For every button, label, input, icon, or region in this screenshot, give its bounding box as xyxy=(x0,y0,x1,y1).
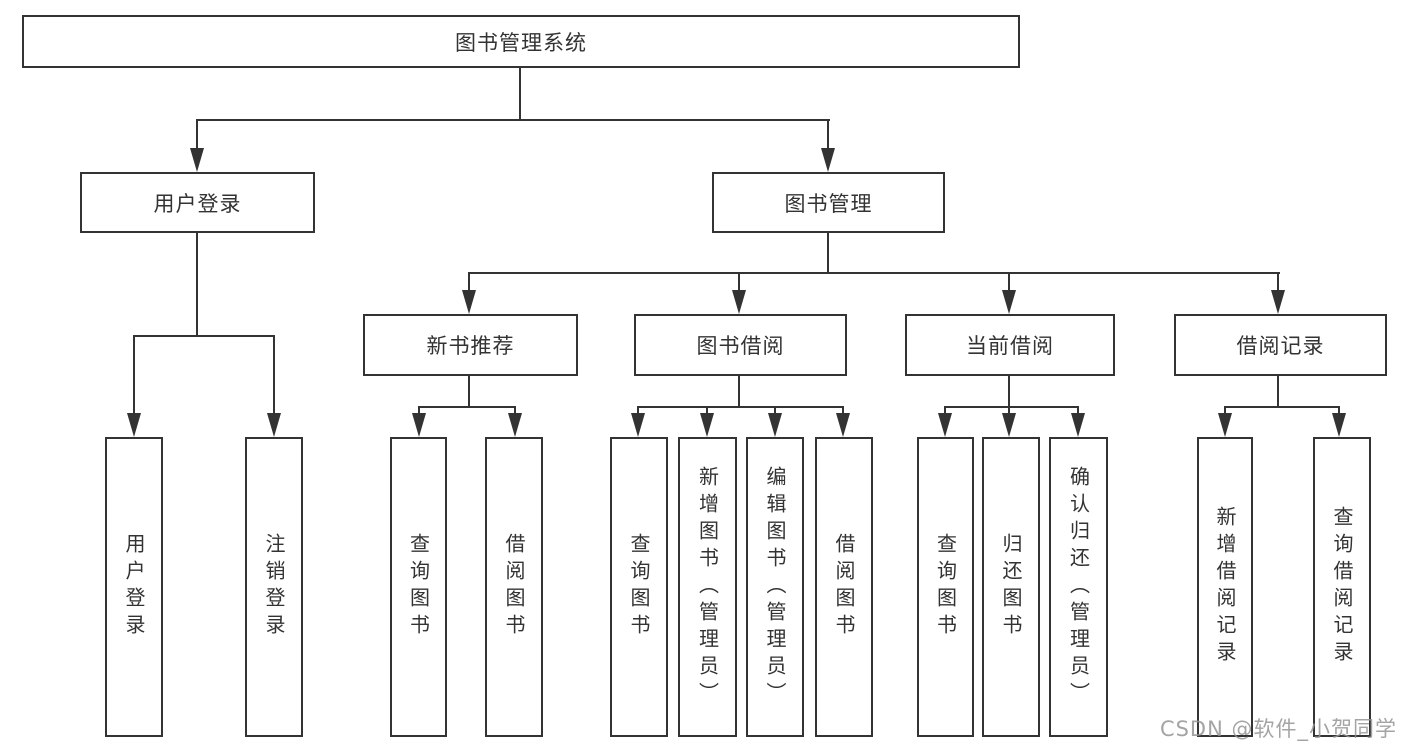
connector-line xyxy=(944,406,1079,408)
connector-line xyxy=(774,407,776,415)
leaf-query-borrow-record: 查询借阅记录 xyxy=(1313,437,1371,737)
node-current-borrow: 当前借阅 xyxy=(905,314,1115,376)
connector-line xyxy=(827,233,829,274)
connector-line xyxy=(1224,406,1340,408)
arrow-down xyxy=(1002,413,1016,437)
leaf-label: 查询图书 xyxy=(627,533,651,641)
connector-line xyxy=(1338,407,1340,415)
leaf-borrow-book-recommend: 借阅图书 xyxy=(485,437,543,737)
leaf-label: 查询图书 xyxy=(406,533,431,641)
connector-line xyxy=(468,376,470,408)
leaf-label: 新增图书（管理员） xyxy=(695,465,720,709)
node-root-label: 图书管理系统 xyxy=(455,30,587,55)
leaf-label: 用户登录 xyxy=(122,533,146,641)
connector-line xyxy=(827,120,829,150)
connector-line xyxy=(1277,376,1279,408)
leaf-label: 查询借阅记录 xyxy=(1330,506,1354,668)
leaf-borrow-book: 借阅图书 xyxy=(815,437,873,737)
leaf-label: 查询图书 xyxy=(933,533,958,641)
leaf-query-book-current: 查询图书 xyxy=(917,437,974,737)
connector-line xyxy=(273,336,275,415)
connector-line xyxy=(738,376,740,408)
csdn-watermark: CSDN @软件_小贺同学 xyxy=(1159,717,1397,741)
leaf-query-book-recommend: 查询图书 xyxy=(390,437,447,737)
leaf-add-book-admin: 新增图书（管理员） xyxy=(678,437,737,737)
node-new-book-recommend: 新书推荐 xyxy=(363,314,578,376)
connector-line xyxy=(637,406,844,408)
connector-line xyxy=(196,119,830,121)
node-user-login-group: 用户登录 xyxy=(80,172,315,233)
arrow-down xyxy=(821,148,835,172)
leaf-label: 编辑图书（管理员） xyxy=(763,465,787,709)
connector-line xyxy=(468,272,1280,274)
node-label: 用户登录 xyxy=(153,191,242,216)
arrow-down xyxy=(700,413,714,437)
connector-line xyxy=(1008,273,1010,292)
node-book-borrow: 图书借阅 xyxy=(634,314,847,376)
arrow-down xyxy=(631,413,645,437)
leaf-label: 借阅图书 xyxy=(502,533,526,641)
leaf-label: 借阅图书 xyxy=(832,533,856,641)
connector-line xyxy=(133,336,135,415)
leaf-logout: 注销登录 xyxy=(245,437,303,737)
connector-line xyxy=(637,407,639,415)
arrow-down xyxy=(938,413,952,437)
connector-line xyxy=(133,335,275,337)
leaf-label: 归还图书 xyxy=(999,533,1023,641)
arrow-down xyxy=(1002,290,1016,314)
arrow-down xyxy=(1218,413,1232,437)
leaf-label: 新增借阅记录 xyxy=(1213,506,1237,668)
node-label: 当前借阅 xyxy=(966,334,1054,358)
connector-line xyxy=(944,407,946,415)
arrow-down xyxy=(190,148,204,172)
connector-line xyxy=(418,407,420,415)
arrow-down xyxy=(462,290,476,314)
arrow-down xyxy=(732,290,746,314)
connector-line xyxy=(738,273,740,292)
connector-line xyxy=(1008,407,1010,415)
connector-line xyxy=(1077,407,1079,415)
leaf-add-borrow-record: 新增借阅记录 xyxy=(1197,437,1253,737)
arrow-down xyxy=(412,413,426,437)
leaf-return-book: 归还图书 xyxy=(982,437,1040,737)
node-label: 新书推荐 xyxy=(426,334,515,358)
leaf-user-login: 用户登录 xyxy=(105,437,163,737)
leaf-label: 注销登录 xyxy=(262,533,286,641)
node-root: 图书管理系统 xyxy=(22,15,1020,68)
arrow-down xyxy=(836,413,850,437)
connector-line xyxy=(514,407,516,415)
arrow-down xyxy=(1332,413,1346,437)
leaf-label: 确认归还（管理员） xyxy=(1066,465,1091,709)
node-label: 图书管理 xyxy=(784,191,873,216)
arrow-down xyxy=(768,413,782,437)
arrow-down xyxy=(1271,290,1285,314)
connector-line xyxy=(468,273,470,292)
leaf-confirm-return-admin: 确认归还（管理员） xyxy=(1049,437,1108,737)
arrow-down xyxy=(267,413,281,437)
connector-line xyxy=(196,233,198,337)
arrow-down xyxy=(127,413,141,437)
connector-line xyxy=(1277,273,1279,292)
arrow-down xyxy=(508,413,522,437)
connector-line xyxy=(196,120,198,150)
leaf-query-book-borrow: 查询图书 xyxy=(610,437,668,737)
connector-line xyxy=(1008,376,1010,408)
connector-line xyxy=(842,407,844,415)
node-label: 图书借阅 xyxy=(696,334,785,358)
node-borrow-record: 借阅记录 xyxy=(1174,314,1387,376)
leaf-edit-book-admin: 编辑图书（管理员） xyxy=(746,437,804,737)
node-book-management: 图书管理 xyxy=(712,172,945,233)
connector-line xyxy=(1224,407,1226,415)
connector-line xyxy=(418,406,516,408)
connector-line xyxy=(519,68,521,121)
connector-line xyxy=(706,407,708,415)
node-label: 借阅记录 xyxy=(1236,334,1325,358)
arrow-down xyxy=(1071,413,1085,437)
